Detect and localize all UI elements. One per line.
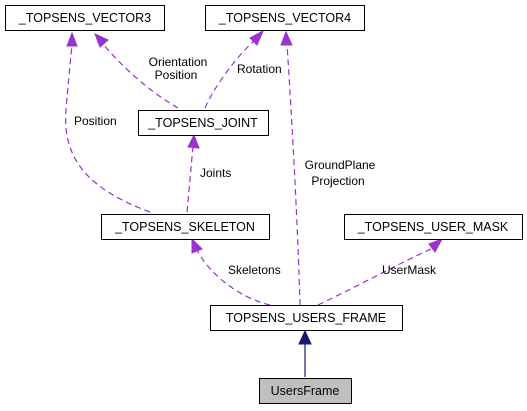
arrowhead-icon (249, 29, 265, 46)
edge-label-position: Position (155, 68, 198, 82)
edge-label-usermask: UserMask (382, 263, 437, 277)
node-joint-label: _TOPSENS_JOINT (147, 116, 258, 130)
edge-joint-to-vector3 (94, 33, 179, 109)
edge-label-joints: Joints (200, 166, 231, 180)
edge-label-projection: Projection (311, 174, 364, 188)
edge-label-orientation: Orientation (149, 55, 208, 69)
edge-frame-to-skeleton (191, 237, 271, 306)
edge-frame-to-vector4 (280, 30, 301, 306)
edge-inheritance (298, 329, 312, 377)
arrowhead-icon (187, 133, 200, 149)
edge-skeleton-to-vector3 (65, 31, 151, 213)
node-current: UsersFrame (259, 378, 352, 404)
node-vector4-label: _TOPSENS_VECTOR4 (218, 11, 351, 25)
arrowhead-icon (94, 33, 109, 48)
node-vector3-label: _TOPSENS_VECTOR3 (18, 11, 151, 25)
node-vector4[interactable]: _TOPSENS_VECTOR4 (205, 5, 365, 31)
node-skeleton-label: _TOPSENS_SKELETON (114, 220, 255, 234)
arrowhead-icon (191, 237, 203, 254)
edge-frame-to-user-mask (317, 238, 444, 306)
arrowhead-icon (298, 329, 312, 345)
edge-label-groundplane: GroundPlane (305, 158, 376, 172)
arrowhead-icon (428, 238, 444, 253)
node-current-label: UsersFrame (271, 384, 340, 398)
arrowhead-icon (66, 31, 78, 47)
node-users-frame[interactable]: TOPSENS_USERS_FRAME (210, 305, 403, 331)
node-users-frame-label: TOPSENS_USERS_FRAME (226, 311, 386, 325)
node-vector3[interactable]: _TOPSENS_VECTOR3 (5, 5, 165, 31)
node-user-mask[interactable]: _TOPSENS_USER_MASK (344, 214, 523, 240)
edge-skeleton-to-joint (186, 133, 200, 213)
node-skeleton[interactable]: _TOPSENS_SKELETON (101, 214, 270, 240)
node-joint[interactable]: _TOPSENS_JOINT (138, 110, 269, 136)
edge-label-rotation: Rotation (237, 62, 282, 76)
node-user-mask-label: _TOPSENS_USER_MASK (357, 220, 509, 234)
edge-joint-to-vector4 (204, 29, 265, 109)
edge-label-skeletons: Skeletons (228, 263, 281, 277)
arrowhead-icon (280, 30, 293, 46)
edge-label-skeleton-position: Position (74, 114, 117, 128)
